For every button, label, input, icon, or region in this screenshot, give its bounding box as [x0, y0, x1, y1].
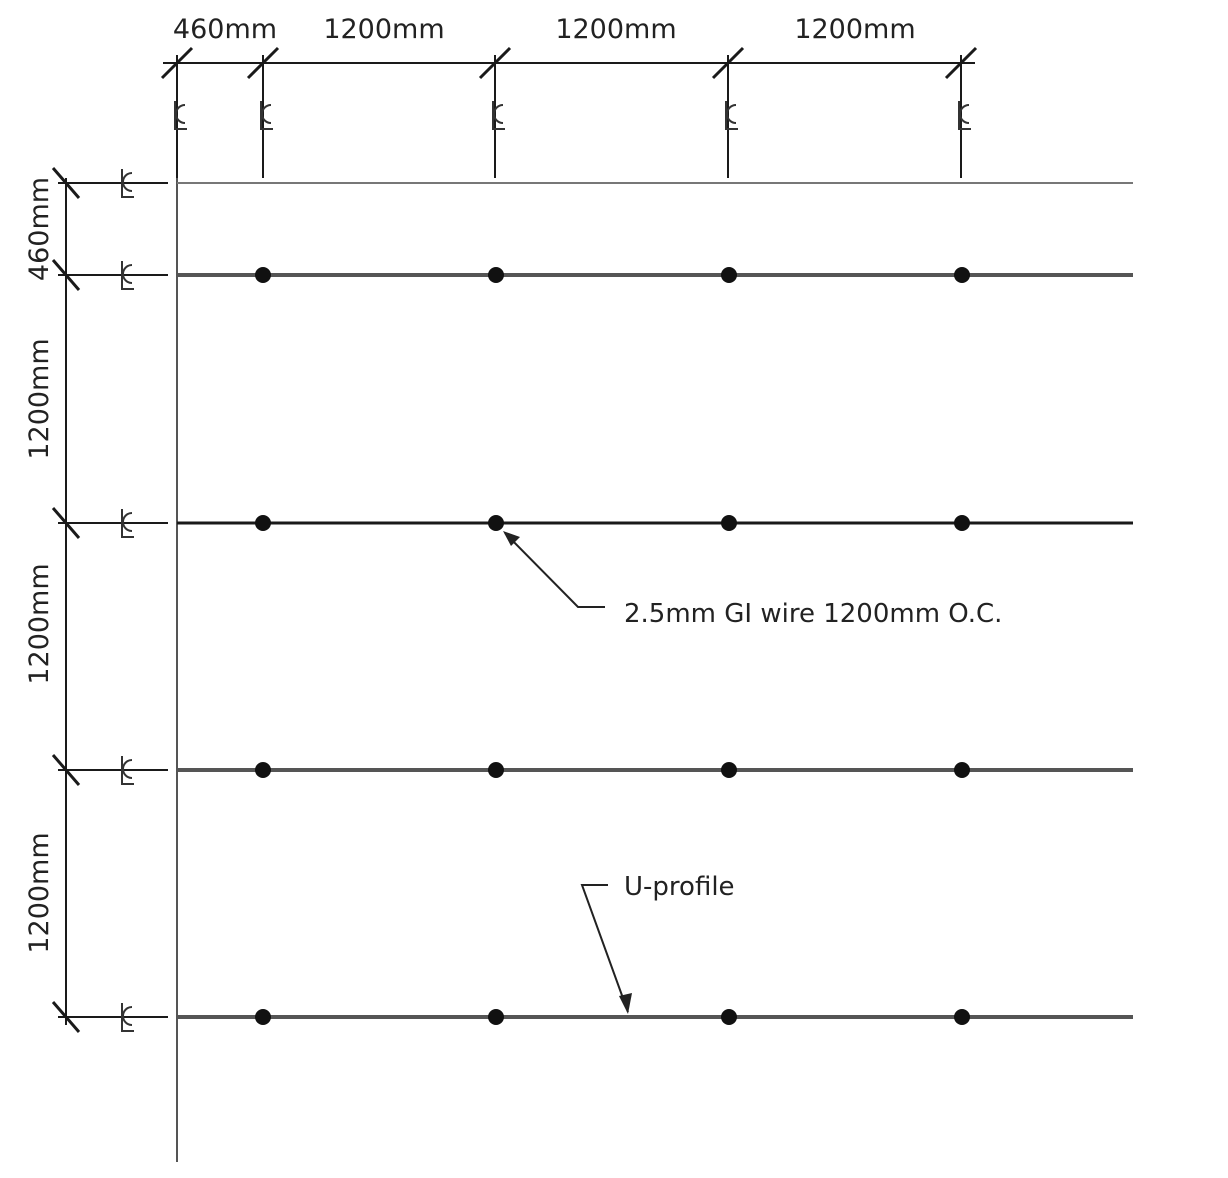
top-dimension-label-2: 1200mm [323, 14, 444, 45]
hanger-point [488, 762, 504, 778]
top-dimension-chain: 460mm 1200mm 1200mm 1200mm [160, 14, 978, 178]
top-dimension-label-4: 1200mm [794, 14, 915, 45]
top-dimension-label-1: 460mm [173, 14, 277, 45]
centerline-symbol-icon [492, 101, 505, 130]
hanger-point [954, 515, 970, 531]
hanger-point [954, 267, 970, 283]
hanger-point [721, 515, 737, 531]
hanger-point [721, 762, 737, 778]
top-centerline-markers: CL [174, 101, 971, 130]
arrow-head-icon [503, 531, 520, 546]
wire-callout-label: 2.5mm GI wire 1200mm O.C. [624, 599, 1002, 629]
left-dimension-label-1: 460mm [24, 177, 55, 281]
gi-wire-hanger-points [255, 267, 970, 1025]
wire-leader-line [504, 532, 605, 608]
left-centerline-markers [121, 169, 134, 1032]
centerline-symbol-icon [121, 261, 134, 290]
centerline-symbol-icon [725, 101, 738, 130]
left-dimension-label-2: 1200mm [24, 338, 55, 459]
hanger-point [255, 1009, 271, 1025]
centerline-symbol-icon [121, 169, 134, 198]
hanger-point [255, 762, 271, 778]
left-dimension-chain: 460mm 1200mm 1200mm 1200mm [24, 167, 168, 1033]
profile-leader-line [580, 884, 629, 1013]
profile-callout-label: U-profile [624, 872, 735, 902]
arrow-head-icon [619, 993, 632, 1014]
hanger-point [954, 1009, 970, 1025]
hanger-point [255, 267, 271, 283]
wire-callout: 2.5mm GI wire 1200mm O.C. [503, 531, 1002, 629]
hanger-point [488, 1009, 504, 1025]
centerline-symbol-icon [121, 756, 134, 785]
hanger-point [488, 267, 504, 283]
centerline-symbol-icon [121, 1003, 134, 1032]
hanger-point [488, 515, 504, 531]
hanger-point [721, 1009, 737, 1025]
u-profile-runners [177, 273, 1133, 1019]
profile-callout: U-profile [580, 872, 735, 1014]
hanger-point [721, 267, 737, 283]
left-dimension-label-4: 1200mm [24, 832, 55, 953]
centerline-symbol-icon [958, 101, 971, 130]
left-dimension-label-3: 1200mm [24, 563, 55, 684]
hanger-point [954, 762, 970, 778]
hanger-point [255, 515, 271, 531]
centerline-symbol-icon [121, 509, 134, 538]
centerline-symbol-icon [260, 101, 273, 130]
top-dimension-label-3: 1200mm [555, 14, 676, 45]
centerline-symbol-icon: CL [174, 101, 187, 130]
